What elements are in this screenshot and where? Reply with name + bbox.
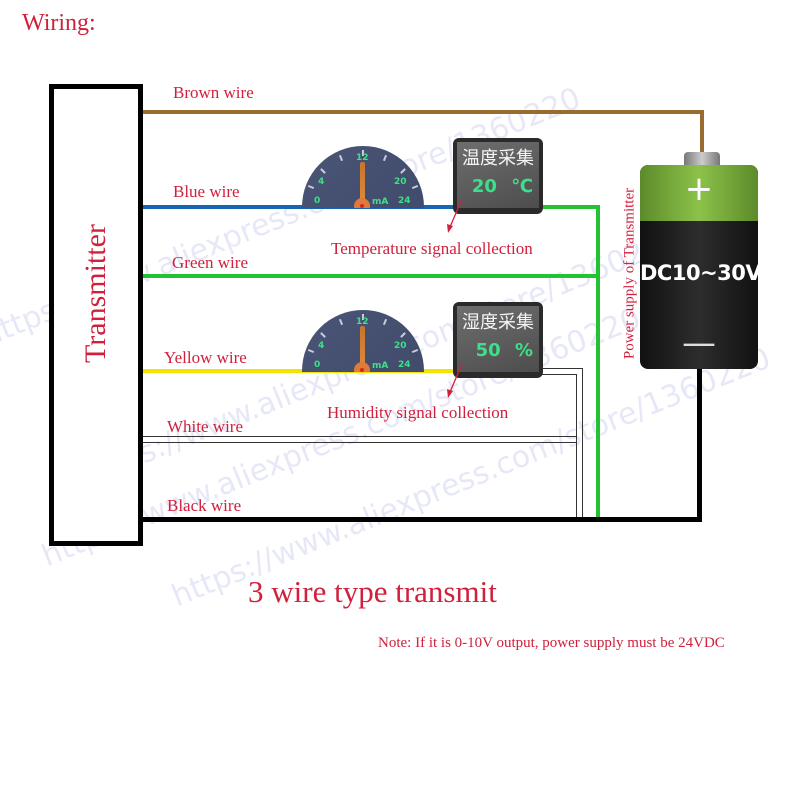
white-wire <box>138 436 576 443</box>
gauge-tick-label: 12 <box>356 153 369 163</box>
display-value: 50 % <box>476 340 533 361</box>
current-gauge-humidity: 0 4 12 20 24 mA <box>302 310 424 372</box>
display-unit: % <box>514 340 533 361</box>
humidity-display: 湿度采集 50 % <box>453 302 543 378</box>
blue-wire <box>138 205 458 209</box>
gauge-unit: mA <box>372 361 389 371</box>
arrow-icon <box>447 198 463 233</box>
minus-icon: — <box>682 323 716 363</box>
gauge-hub <box>354 362 370 372</box>
note-text: Note: If it is 0-10V output, power suppl… <box>378 635 725 651</box>
wire-label-black: Black wire <box>167 496 242 515</box>
gauge-tick-label: 4 <box>318 177 325 187</box>
display-screen: 湿度采集 50 % <box>457 306 539 372</box>
gauge-tick <box>362 150 364 156</box>
wire-label-white: White wire <box>167 417 243 436</box>
wire-label-blue: Blue wire <box>173 182 240 201</box>
diagram-heading: Wiring: <box>22 10 96 36</box>
gauge-hub-dot <box>360 368 364 372</box>
gauge-needle <box>360 326 365 370</box>
wire-label-yellow: Yellow wire <box>164 348 247 367</box>
current-gauge-temperature: 0 4 12 20 24 mA <box>302 146 424 208</box>
gauge-hub <box>354 198 370 208</box>
plus-icon: + <box>684 169 714 209</box>
temperature-signal-caption: Temperature signal collection <box>331 239 533 258</box>
gauge-tick-label: 24 <box>398 360 411 370</box>
display-value: 20 ℃ <box>472 176 533 197</box>
gauge-hub-dot <box>360 204 364 208</box>
display-screen: 温度采集 20 ℃ <box>457 142 539 208</box>
white-wire-outer <box>542 368 583 521</box>
yellow-wire <box>138 369 458 373</box>
wire-label-brown: Brown wire <box>173 83 254 102</box>
display-number: 20 <box>471 176 497 197</box>
power-supply-label: Power supply of Transmitter <box>621 187 638 360</box>
gauge-tick <box>362 314 364 320</box>
display-number: 50 <box>475 340 501 361</box>
battery: + DC10~30V — <box>640 165 758 369</box>
white-wire-lower <box>138 442 577 520</box>
gauge-tick-label: 0 <box>314 196 321 206</box>
battery-voltage-label: DC10~30V <box>640 261 758 285</box>
brown-wire-riser <box>700 110 704 155</box>
gauge-unit: mA <box>372 197 389 207</box>
diagram-title: 3 wire type transmit <box>248 574 497 609</box>
gauge-tick-label: 20 <box>394 341 407 351</box>
gauge-tick-label: 12 <box>356 317 369 327</box>
gauge-tick-label: 20 <box>394 177 407 187</box>
wire-label-green: Green wire <box>172 253 248 272</box>
display-unit: ℃ <box>511 176 533 197</box>
arrow-icon <box>447 363 463 398</box>
battery-positive-band <box>640 165 758 221</box>
gauge-needle <box>360 162 365 206</box>
display-title: 温度采集 <box>462 148 534 169</box>
battery-terminal <box>684 152 720 166</box>
humidity-signal-caption: Humidity signal collection <box>327 403 509 422</box>
transmitter-box <box>49 84 143 546</box>
green-wire-temp <box>542 205 600 209</box>
green-wire <box>138 274 600 278</box>
display-title: 湿度采集 <box>462 312 534 333</box>
green-wire-vertical <box>596 205 600 520</box>
gauge-tick-label: 4 <box>318 341 325 351</box>
black-wire <box>138 517 702 522</box>
temperature-display: 温度采集 20 ℃ <box>453 138 543 214</box>
gauge-tick-label: 0 <box>314 360 321 370</box>
brown-wire <box>138 110 704 114</box>
transmitter-label: Transmitter <box>79 224 112 363</box>
gauge-tick-label: 24 <box>398 196 411 206</box>
black-wire-riser <box>697 366 702 522</box>
